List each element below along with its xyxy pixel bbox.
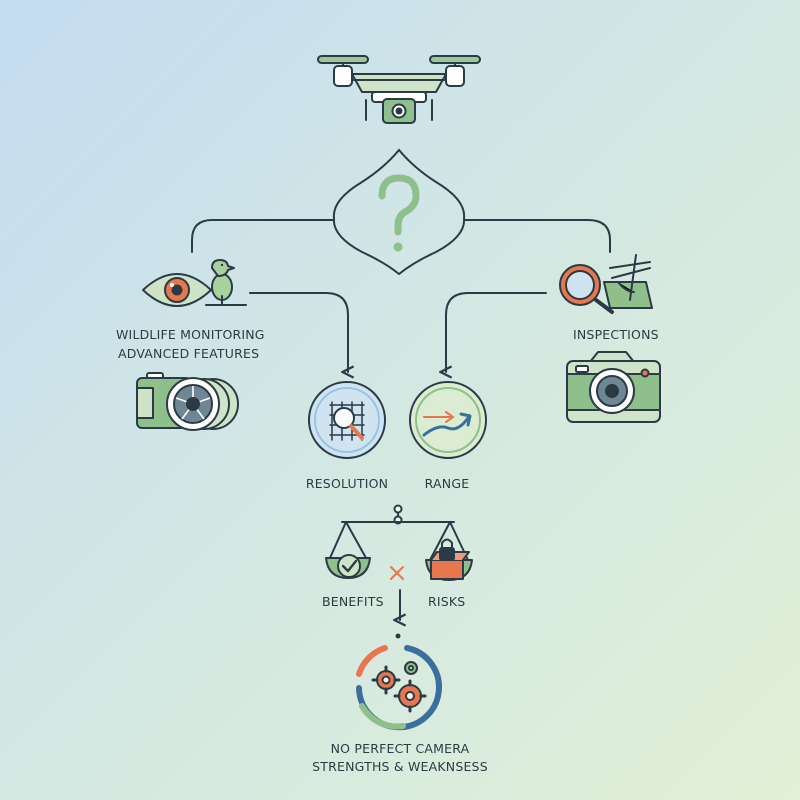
question-mark-icon [332, 148, 466, 276]
eye-bird-tree-icon [142, 259, 247, 307]
wildlife-label-line2: ADVANCED FEATURES [118, 346, 260, 361]
wildlife-label-line1: WILDLIFE MONITORING [116, 327, 265, 342]
range-label: RANGE [424, 476, 470, 491]
branch-lines [191, 219, 611, 620]
conclusion-line2: STRENGTHS & WEAKNSESS [312, 759, 488, 774]
camera-lens-icon [136, 372, 239, 431]
camera-icon [566, 351, 661, 423]
magnifier-powerline-icon [559, 254, 653, 314]
conclusion-line1: NO PERFECT CAMERA [330, 741, 470, 756]
balance-scale-icon [325, 504, 473, 581]
inspections-label: INSPECTIONS [573, 327, 659, 342]
benefits-label: BENEFITS [322, 594, 384, 609]
risks-label: RISKS [428, 594, 466, 609]
gears-cycle-icon [356, 633, 442, 731]
resolution-label: RESOLUTION [305, 476, 389, 491]
drone-camera-icon [317, 55, 481, 124]
magnifier-grid-icon [308, 381, 386, 459]
curved-arrow-icon [409, 381, 487, 459]
